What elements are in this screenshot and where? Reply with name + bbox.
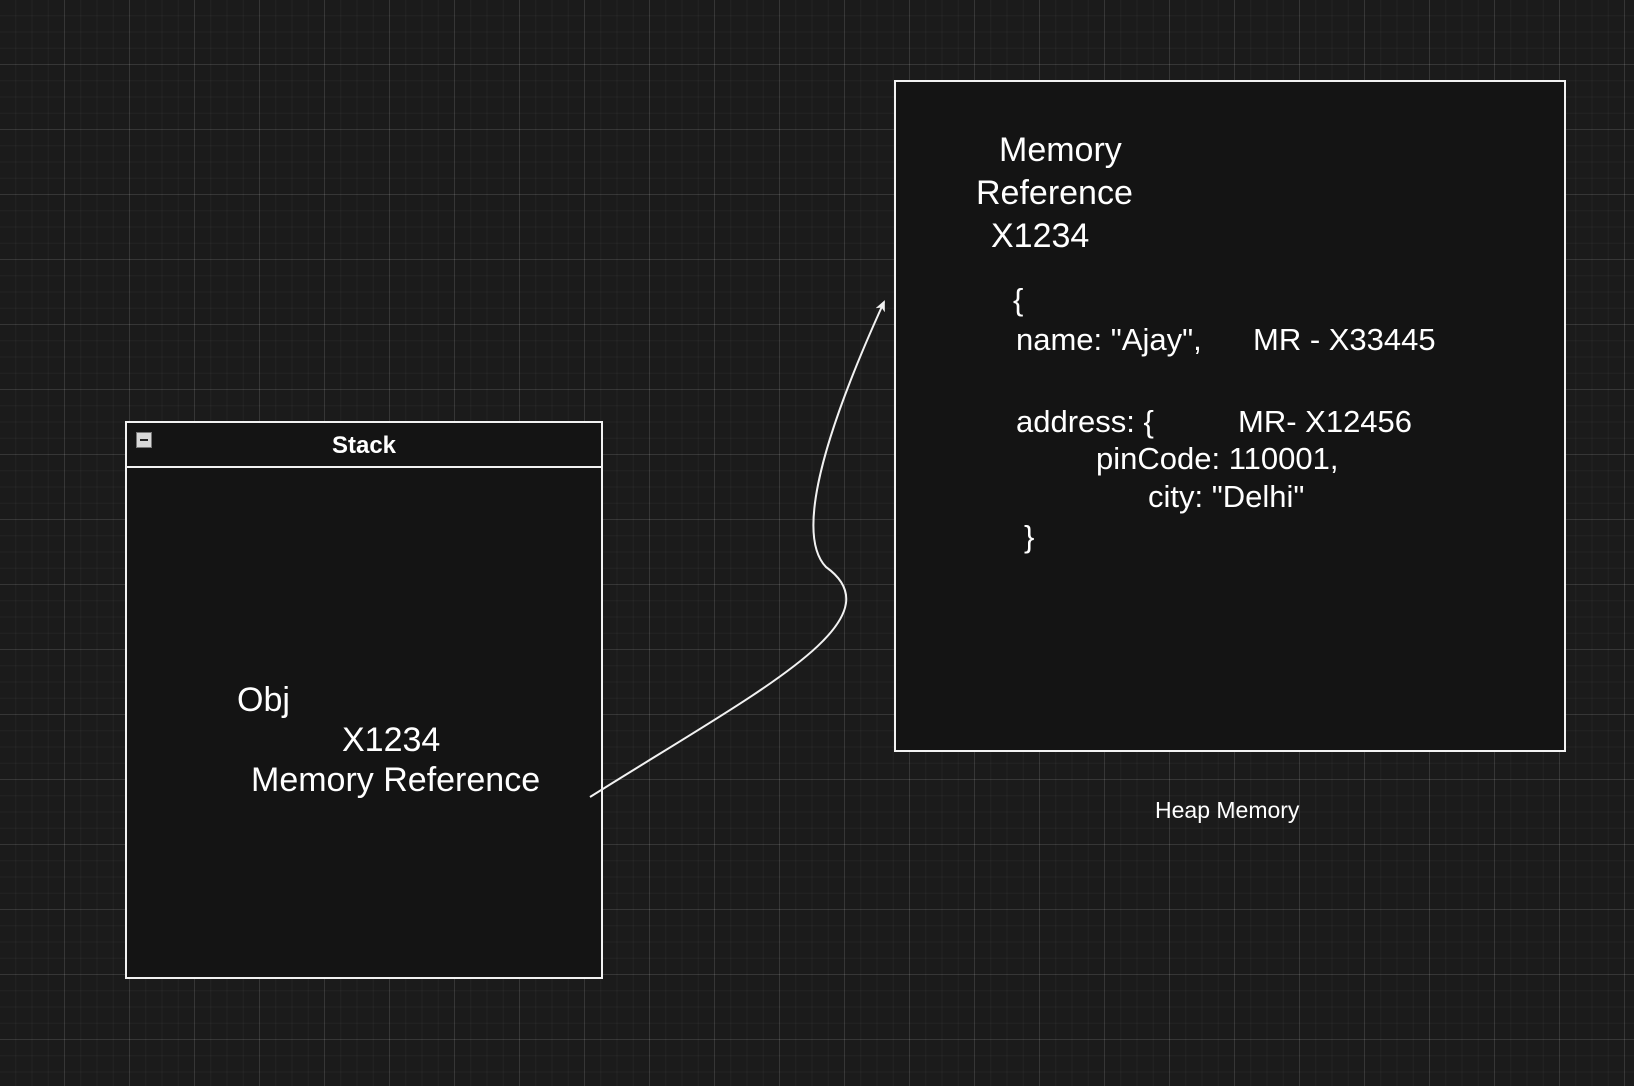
heap-memory-caption: Heap Memory: [1155, 797, 1300, 823]
name-memory-reference: MR - X33445: [1253, 322, 1436, 357]
heap-reference-line-1: Memory: [999, 131, 1122, 169]
stack-reference-value: X1234: [342, 721, 441, 759]
address-memory-reference: MR- X12456: [1238, 404, 1413, 439]
stack-variable-name: Obj: [237, 681, 290, 719]
reference-arrow-line[interactable]: [589, 300, 885, 798]
stack-header[interactable]: Stack: [127, 423, 601, 468]
stack-reference-label: Memory Reference: [251, 761, 541, 799]
heap-reference-line-2: Reference: [976, 174, 1133, 212]
stack-title: Stack: [331, 432, 397, 459]
object-close-brace: }: [1024, 519, 1035, 554]
object-pincode-property: pinCode: 110001,: [1096, 441, 1339, 476]
object-open-brace: {: [1013, 282, 1024, 317]
heap-container[interactable]: [894, 80, 1566, 752]
object-address-property: address: {: [1016, 404, 1154, 439]
object-name-property: name: "Ajay",: [1016, 322, 1202, 357]
object-city-property: city: "Delhi": [1148, 479, 1305, 514]
collapse-icon[interactable]: [136, 432, 152, 448]
stack-container[interactable]: Stack: [125, 421, 603, 979]
heap-reference-line-3: X1234: [991, 217, 1090, 255]
